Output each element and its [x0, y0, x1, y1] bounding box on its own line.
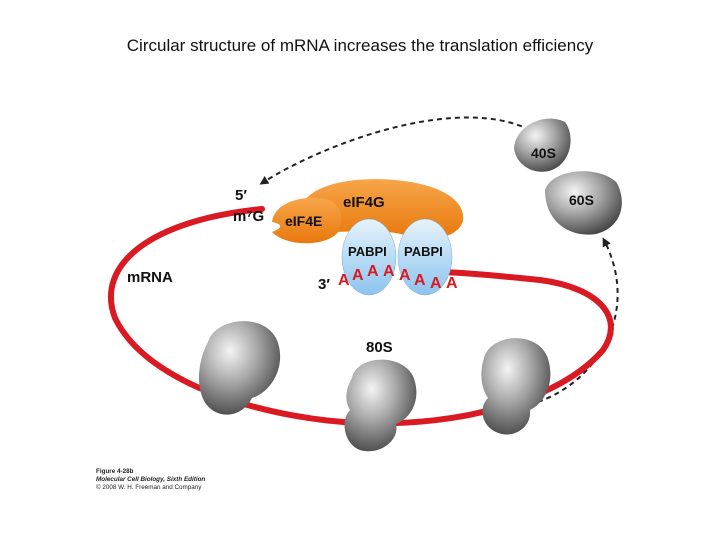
recycle-arrow-right [537, 237, 619, 403]
label-80s: 80S [366, 339, 393, 356]
caption-figure: Figure 4-28b [96, 468, 134, 475]
label-pabp-left: PABPI [348, 244, 387, 259]
recycle-arrow-top [259, 116, 531, 185]
slide-title: Circular structure of mRNA increases the… [126, 36, 594, 55]
eif4e-shape [272, 197, 342, 244]
caption-copyright: © 2008 W. H. Freeman and Company [96, 484, 202, 492]
label-pabp-right: PABPI [404, 244, 443, 259]
caption-book: Molecular Cell Biology, Sixth Edition [96, 476, 206, 484]
label-60s: 60S [569, 192, 594, 208]
ribosome-right [481, 338, 551, 435]
poly-a-tail: A A A A A A A A [338, 263, 458, 292]
figure-caption: Figure 4-28b Molecular Cell Biology, Six… [96, 468, 205, 493]
ribosome-80s [344, 359, 417, 452]
label-three-prime: 3′ [318, 276, 330, 293]
poly-a-letter: A [383, 263, 395, 280]
ribosome-left [199, 321, 281, 415]
poly-a-letter: A [399, 267, 411, 284]
label-eif4e: eIF4E [285, 213, 322, 229]
pabp-left-shape [341, 218, 397, 296]
subunit-40s-shape [514, 118, 571, 172]
label-40s: 40S [531, 145, 556, 161]
poly-a-letter: A [430, 275, 442, 292]
poly-a-letter: A [352, 267, 364, 284]
poly-a-letter: A [338, 272, 350, 289]
label-mrna: mRNA [127, 269, 173, 286]
poly-a-letter: A [446, 275, 458, 292]
poly-a-letter: A [414, 272, 426, 289]
subunit-60s-shape [545, 171, 622, 235]
mrna-strand [107, 206, 614, 427]
pabp-right-shape [397, 218, 453, 296]
poly-a-letter: A [367, 263, 379, 280]
label-eif4g: eIF4G [343, 194, 385, 211]
label-five-prime: 5′ [235, 187, 247, 204]
label-cap: m⁷G [233, 208, 264, 225]
